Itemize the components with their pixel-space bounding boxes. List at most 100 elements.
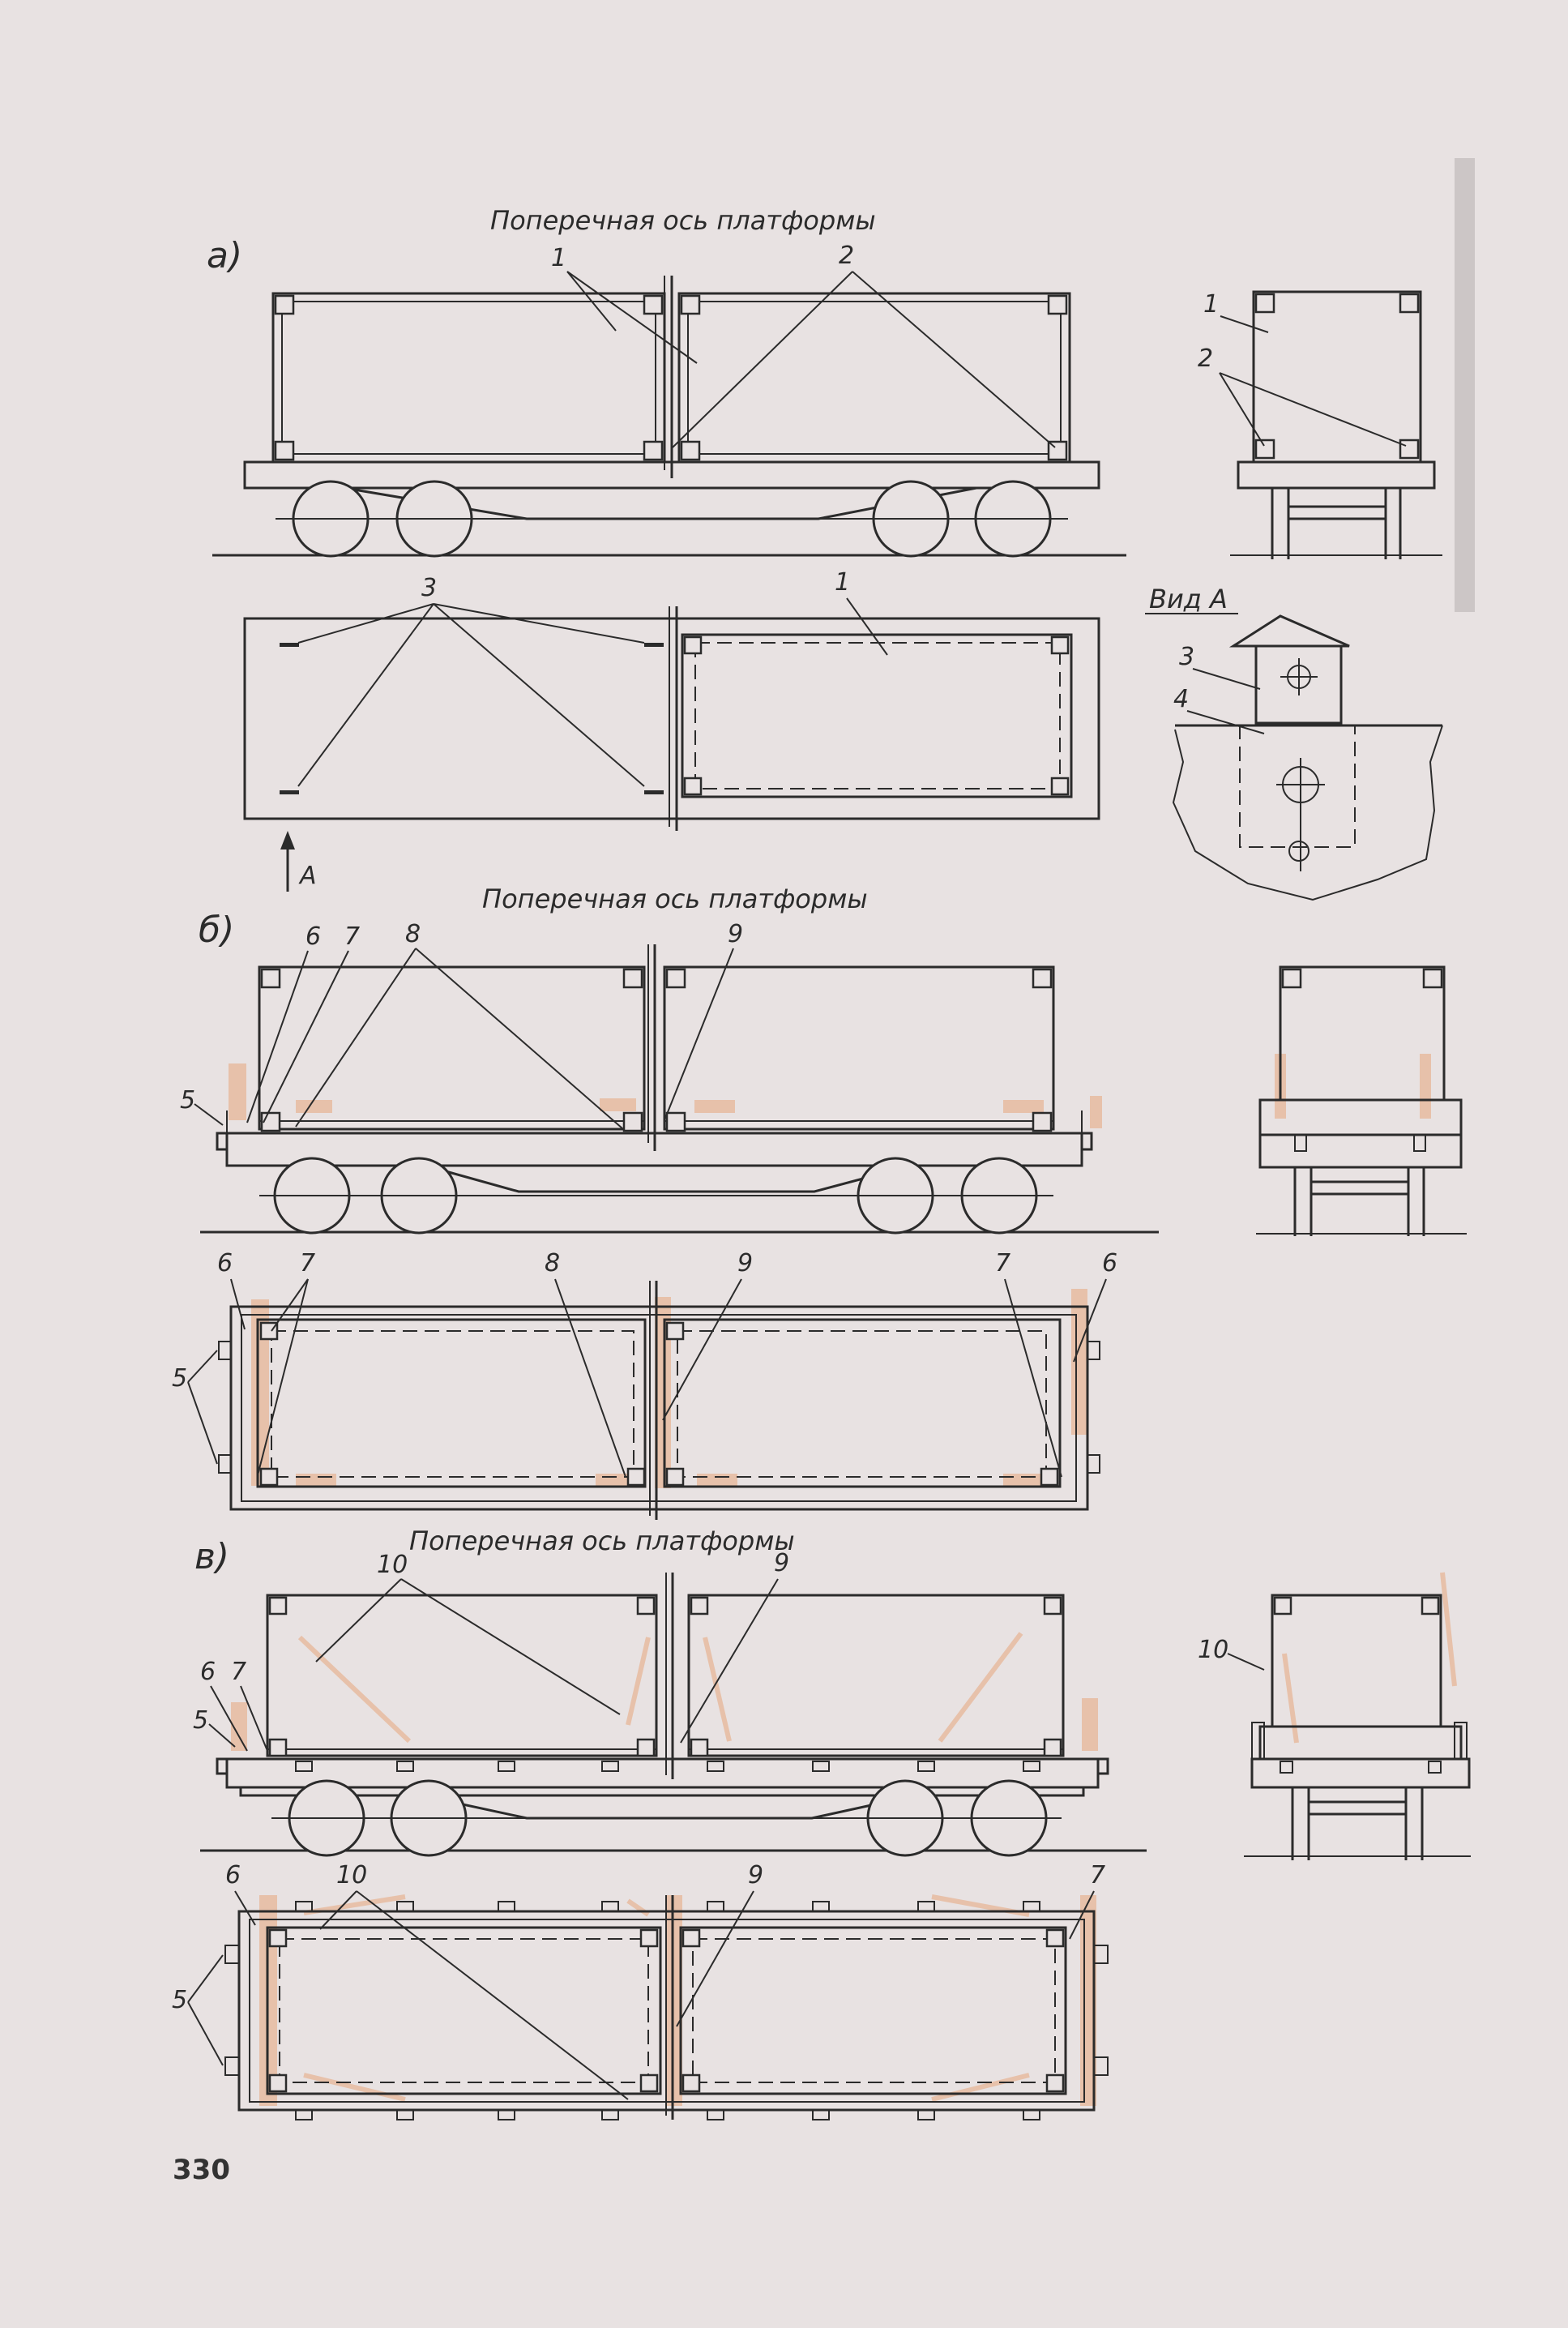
leader-line (194, 1103, 224, 1126)
stake-pocket (1096, 1757, 1109, 1775)
callout-10: 10 (377, 1551, 408, 1579)
container-plan (256, 1318, 647, 1488)
leader-line (187, 1954, 224, 2003)
wood-blocking (251, 1299, 269, 1486)
view-a-detail: Вид А 3 4 (1145, 584, 1443, 901)
stake-pocket (1023, 2109, 1040, 2120)
callout-6: 6 (225, 1861, 241, 1889)
stake-pocket (601, 2109, 619, 2120)
callout-1: 1 (1203, 290, 1219, 319)
stake-pocket (917, 1761, 935, 1772)
stake-pocket (224, 1945, 240, 1964)
section-b-axis-caption: Поперечная ось платформы (482, 884, 868, 914)
end-wall (1258, 1725, 1463, 1761)
stake-pocket (812, 2109, 830, 2120)
corner-fitting (636, 1596, 656, 1615)
stake-pocket (1087, 1454, 1100, 1474)
leader-line (234, 1890, 256, 1926)
lashing-stain (703, 1637, 732, 1742)
corner-fitting (1254, 439, 1275, 460)
wood-blocking (655, 1297, 671, 1488)
corner-fitting (681, 1928, 701, 1948)
leader-line (187, 1350, 218, 1383)
wood-blocking (1082, 1698, 1098, 1751)
twistlock (644, 643, 664, 647)
stake-pocket (1093, 2056, 1109, 2076)
callout-5: 5 (172, 1364, 187, 1393)
callout-3: 3 (1179, 643, 1194, 671)
leader-line (415, 948, 623, 1129)
corner-fitting (636, 1738, 656, 1757)
corner-fitting (690, 1596, 709, 1615)
corner-fitting (259, 1467, 279, 1487)
leader-line (433, 603, 645, 787)
callout-3: 3 (421, 574, 437, 602)
stake-pocket (396, 1901, 414, 1912)
leader-line (1219, 372, 1265, 447)
callout-9: 9 (737, 1249, 753, 1277)
section-v-plan-view: 6 10 9 7 5 (172, 1861, 1109, 2120)
corner-fitting (681, 2073, 701, 2093)
platform-plan (243, 617, 1100, 820)
stake-pocket (498, 2109, 515, 2120)
container-outline-dashed (694, 642, 1061, 790)
corner-fitting (1281, 968, 1302, 989)
corner-fitting (626, 1467, 646, 1487)
corner-fitting (1050, 777, 1070, 796)
twistlock (644, 790, 664, 794)
stake-pocket (396, 2109, 414, 2120)
corner-fitting (1399, 439, 1420, 460)
page-number: 330 (173, 2154, 230, 2186)
corner-fitting (639, 2073, 659, 2093)
corner-fitting (1045, 2073, 1065, 2093)
container-plan (679, 1926, 1067, 2095)
hidden-outline (1239, 725, 1356, 848)
corner-fitting (1040, 1467, 1059, 1487)
corner-fitting (1045, 1928, 1065, 1948)
wood-blocking (229, 1063, 246, 1120)
lashing-stain (297, 1635, 412, 1744)
view-a-arrow-label: А (298, 862, 317, 890)
leader-line (852, 271, 1056, 448)
corner-fitting (1273, 1596, 1292, 1615)
container (677, 292, 1071, 464)
wood-blocking (600, 1098, 636, 1111)
stake-pocket (224, 2056, 240, 2076)
container (663, 965, 1055, 1131)
corner-fitting (622, 1111, 643, 1132)
stake-pocket (295, 1761, 313, 1772)
stake-pocket (498, 1901, 515, 1912)
twistlock (280, 790, 299, 794)
lashing-stain (938, 1632, 1023, 1743)
corner-fitting (1032, 1111, 1053, 1132)
container-outline-dashed (692, 1938, 1056, 2083)
callout-4: 4 (1173, 685, 1189, 713)
center-sill (421, 1794, 916, 1820)
lashing-stain (1282, 1653, 1299, 1744)
wood-blocking (296, 1100, 332, 1113)
wood-blocking (697, 1474, 737, 1487)
callout-10: 10 (1198, 1636, 1228, 1664)
container (687, 1594, 1065, 1757)
stake-pocket (707, 1901, 724, 1912)
leader-line (1186, 710, 1265, 734)
leader-line (263, 950, 349, 1123)
callout-7: 7 (344, 922, 360, 951)
leader-line (1192, 668, 1261, 690)
stake-pocket (1080, 1132, 1093, 1151)
callout-6: 6 (305, 922, 321, 951)
wood-blocking (1003, 1474, 1044, 1487)
wood-blocking (296, 1474, 336, 1487)
callout-7: 7 (300, 1249, 315, 1277)
stake-pocket (1023, 1901, 1040, 1912)
container-end (1279, 965, 1446, 1102)
callout-6: 6 (1102, 1249, 1117, 1277)
leader-line (240, 1685, 268, 1752)
wood-blocking (666, 1895, 682, 2106)
platform-end (1258, 1133, 1463, 1169)
lashing-stain (1440, 1572, 1457, 1687)
platform-plan-inner (241, 1314, 1077, 1502)
callout-8: 8 (545, 1249, 560, 1277)
callout-5: 5 (193, 1706, 208, 1735)
